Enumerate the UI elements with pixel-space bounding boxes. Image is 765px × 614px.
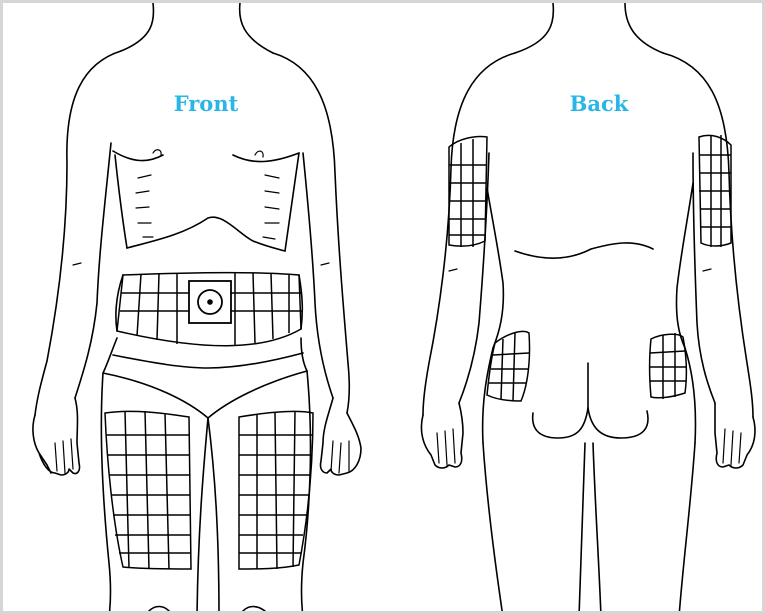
front-knees — [149, 607, 265, 612]
back-left-arm-inner — [459, 153, 489, 403]
front-navel-dot — [207, 299, 213, 305]
back-left-leg-outer — [483, 443, 503, 614]
back-right-arm-outer — [663, 53, 753, 417]
front-left-arm-inner — [75, 143, 111, 398]
front-right-hand — [320, 398, 361, 475]
front-chest-line — [113, 151, 299, 162]
front-right-leg-inner — [208, 418, 219, 614]
back-left-buttock — [533, 408, 588, 438]
back-left-hand — [421, 403, 463, 468]
back-left-arm-outer — [423, 53, 515, 415]
front-right-arm-outer — [273, 53, 349, 413]
back-left-upperarm-grid — [449, 136, 487, 247]
back-right-leg-outer — [679, 443, 695, 614]
back-right-leg-inner — [593, 443, 601, 614]
back-right-hand — [715, 403, 755, 468]
front-left-thigh-grid — [105, 411, 191, 569]
front-right-arm-inner — [303, 153, 333, 398]
front-neck-right — [240, 3, 273, 53]
back-right-buttock — [588, 408, 648, 438]
front-neck-left — [121, 3, 154, 51]
front-left-leg-outer — [101, 373, 110, 614]
front-left-leg-inner — [197, 418, 208, 614]
back-left-hip-grid — [487, 331, 530, 401]
front-right-thigh-grid — [239, 411, 313, 569]
back-right-upperarm-grid — [699, 135, 731, 247]
body-outline-illustration — [3, 3, 765, 614]
back-midline — [515, 243, 653, 258]
back-label: Back — [570, 91, 629, 116]
front-left-ribs — [136, 175, 153, 237]
back-right-hip-grid — [650, 333, 687, 399]
front-abdomen-grid — [117, 273, 302, 346]
front-underwear-outline — [103, 338, 307, 418]
front-label: Front — [174, 91, 239, 116]
front-waist-line — [127, 217, 285, 251]
front-right-ribs — [263, 175, 279, 239]
back-left-leg-inner — [579, 443, 585, 614]
